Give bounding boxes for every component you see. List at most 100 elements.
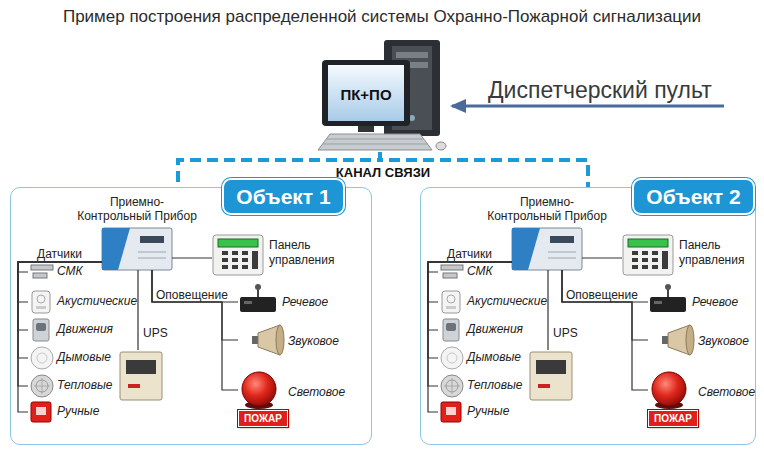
sensor-label: Движения — [57, 322, 113, 336]
control-device: Приемно-Контрольный Прибор — [512, 228, 582, 270]
sensor-item: Дымовые — [438, 346, 538, 370]
object-box: Объект 1Приемно-Контрольный ПриборПанель… — [10, 187, 372, 445]
sensor-item: Тепловые — [438, 374, 538, 398]
strobe-light-icon — [242, 372, 276, 409]
computer-drawing — [318, 40, 446, 150]
bus-label: Датчики — [37, 247, 82, 261]
voice-alarm-icon — [240, 284, 276, 312]
connector — [452, 105, 724, 108]
object-tab: Объект 2 — [632, 178, 755, 215]
bus-label: Оповещение — [566, 288, 638, 302]
alarm-item: Звуковое — [648, 320, 758, 360]
connector — [547, 270, 548, 350]
ups-label: UPS — [553, 326, 578, 340]
device-stripe — [102, 228, 130, 270]
control-panel: Панель управления — [622, 233, 757, 277]
fire-sign: ПОЖАР — [648, 410, 698, 427]
channel-label: КАНАЛ СВЯЗИ — [318, 165, 448, 180]
connector — [137, 270, 138, 350]
alarm-item: Световое — [238, 370, 348, 410]
sensor-label: Дымовые — [57, 350, 111, 364]
fire-sign: ПОЖАР — [238, 410, 288, 427]
object-equipment-copy — [441, 228, 694, 422]
keypad-body — [213, 235, 263, 275]
device-heading: Приемно-Контрольный Прибор — [487, 195, 607, 223]
monitor-screen — [328, 65, 404, 121]
alarm-label: Звуковое — [288, 334, 339, 348]
console-title: Диспетчерский пульт — [488, 76, 712, 104]
sensor-item: СМК — [28, 260, 128, 284]
sensor-item: Движения — [28, 318, 128, 342]
connector — [428, 262, 512, 358]
sensor-label: Движения — [467, 322, 523, 336]
connector — [172, 257, 212, 258]
object-tab: Объект 1 — [222, 178, 345, 215]
keypad-keys — [222, 251, 258, 269]
heat-sensor-icon — [31, 375, 53, 397]
alarm-label: Звуковое — [698, 334, 749, 348]
manual-call-point-icon — [31, 402, 51, 422]
bus-label: Оповещение — [156, 288, 228, 302]
sensor-label: СМК — [467, 264, 493, 278]
fire-text: ПОЖАР — [649, 411, 697, 426]
alarm-item: Речевое — [238, 288, 343, 316]
sensor-item: Ручные — [28, 400, 128, 424]
object-box: Объект 2Приемно-Контрольный ПриборПанель… — [420, 187, 756, 445]
connector — [582, 257, 622, 258]
sensor-item: Дымовые — [28, 346, 128, 370]
sensor-label: Дымовые — [467, 350, 521, 364]
sensor-item: СМК — [438, 260, 538, 284]
sensor-label: Акустические — [57, 294, 137, 308]
ups-unit: UPS — [118, 350, 164, 402]
device-display — [140, 236, 164, 243]
computer-node: ПК+ПО — [318, 42, 452, 152]
device-lines — [138, 252, 166, 258]
alarm-item: Световое — [648, 370, 758, 410]
control-panel: Панель управления — [212, 233, 347, 277]
sensor-item: Ручные — [438, 400, 538, 424]
sensor-label: Акустические — [467, 294, 547, 308]
sensor-label: Ручные — [467, 404, 509, 418]
motion-sensor-icon — [33, 319, 49, 341]
sensor-label: СМК — [57, 264, 83, 278]
sensor-item: Акустические — [28, 290, 128, 314]
alarm-label: Световое — [698, 385, 755, 399]
sensor-label: Ручные — [57, 404, 99, 418]
alarm-label: Речевое — [692, 295, 738, 309]
alarm-label: Речевое — [282, 295, 328, 309]
sensor-label: Тепловые — [57, 378, 112, 392]
key-rows — [323, 139, 428, 144]
alarm-item: Речевое — [648, 288, 753, 316]
ups-label: UPS — [143, 326, 168, 340]
bus-label: Датчики — [447, 247, 492, 261]
sensor-item: Движения — [438, 318, 538, 342]
monitor-stand — [358, 126, 374, 132]
keypad-display — [218, 239, 258, 247]
diagram-title: Пример построения распределенной системы… — [0, 7, 764, 27]
mouse — [436, 142, 446, 150]
smoke-sensor-icon — [31, 347, 53, 369]
screen-text: ПК+ПО — [336, 86, 396, 103]
connector — [562, 270, 648, 302]
control-device-body — [102, 228, 172, 270]
sensor-label: Тепловые — [467, 378, 522, 392]
panel-label: Панель управления — [679, 238, 759, 268]
connector — [18, 262, 102, 358]
connector — [152, 270, 238, 302]
alarm-label: Световое — [288, 385, 345, 399]
sensor-item: Тепловые — [28, 374, 128, 398]
ups-icon — [120, 352, 162, 400]
object-equipment — [31, 228, 284, 422]
alarm-item: Звуковое — [238, 320, 348, 360]
sensor-item: Акустические — [438, 290, 538, 314]
drive-bay — [396, 52, 428, 58]
acoustic-sensor-icon — [32, 291, 50, 313]
monitor-frame — [322, 60, 410, 126]
dispatch-console: Диспетчерский пульт — [488, 76, 724, 106]
control-device: Приемно-Контрольный Прибор — [102, 228, 172, 270]
keyboard — [318, 134, 432, 150]
horn-icon — [252, 325, 284, 355]
